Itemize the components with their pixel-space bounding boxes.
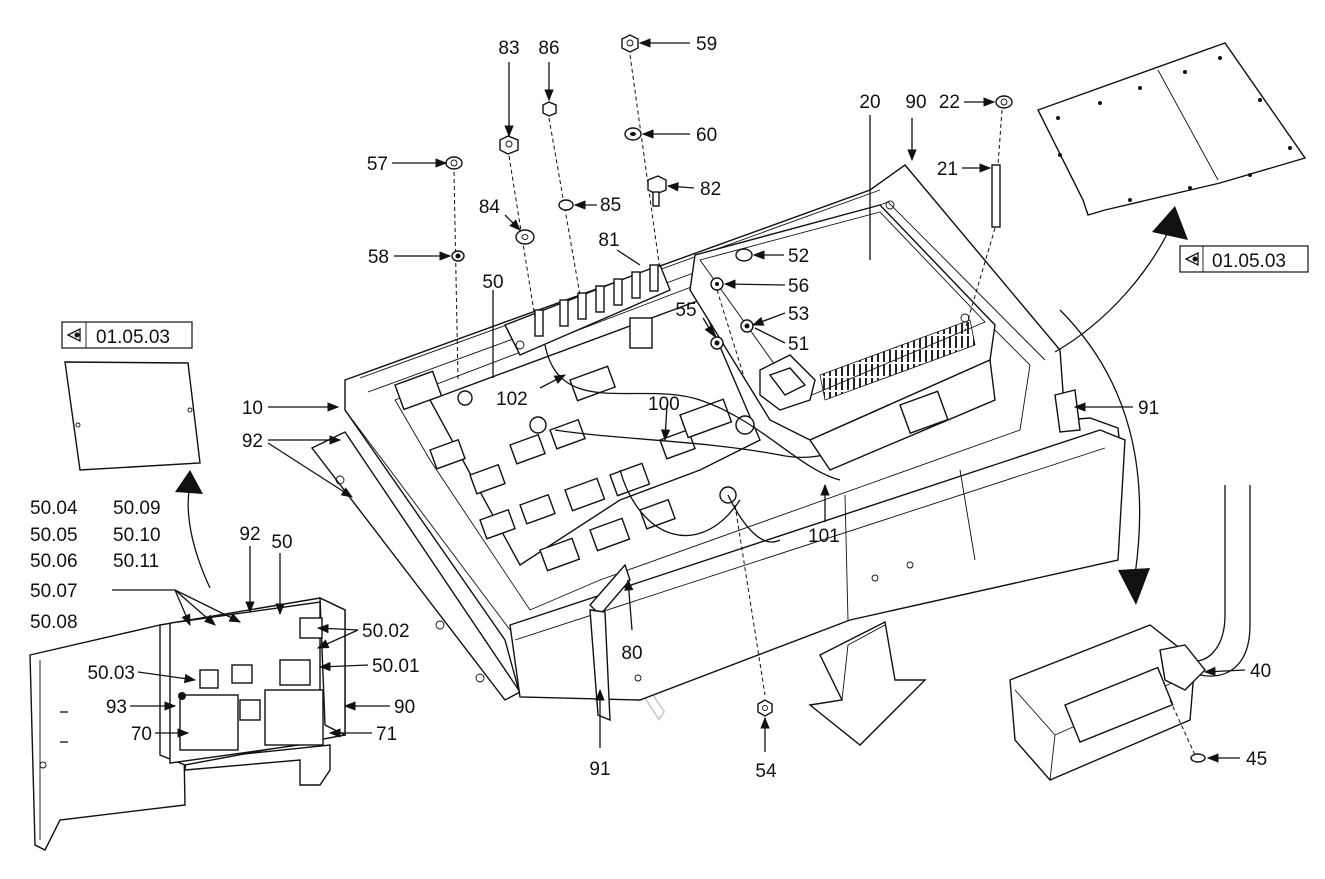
label-50-main: 50 xyxy=(482,272,503,293)
label-102: 102 xyxy=(496,389,528,410)
label-82: 82 xyxy=(700,179,721,200)
label-100: 100 xyxy=(648,394,680,415)
pin-bracket xyxy=(504,264,671,356)
label-20: 20 xyxy=(859,92,880,113)
hardware-parts xyxy=(445,34,1013,717)
direction-arrows xyxy=(175,206,1188,746)
label-57: 57 xyxy=(367,154,388,175)
leader-lines xyxy=(112,38,1246,763)
reference-label: 01.05.03 xyxy=(1212,251,1286,272)
label-50-03: 50.03 xyxy=(87,663,135,684)
label-55: 55 xyxy=(675,300,696,321)
reference-right: 01.05.03 xyxy=(1179,245,1309,273)
label-50-02: 50.02 xyxy=(362,621,410,642)
power-module xyxy=(689,200,996,471)
label-56: 56 xyxy=(788,276,809,297)
label-51: 51 xyxy=(788,334,809,355)
label-81: 81 xyxy=(598,230,619,251)
label-91-right: 91 xyxy=(1138,398,1159,419)
label-53: 53 xyxy=(788,304,809,325)
housing-front-face xyxy=(509,429,1126,701)
top-cover-plate xyxy=(1037,42,1307,216)
label-93: 93 xyxy=(106,697,127,718)
view-eye-icon xyxy=(66,327,81,343)
label-91-bottom: 91 xyxy=(589,759,610,780)
label-90-top: 90 xyxy=(905,92,926,113)
label-59: 59 xyxy=(696,34,717,55)
part-labels: 57 58 83 86 59 60 82 85 84 81 50 20 90 2… xyxy=(30,34,1271,782)
label-45: 45 xyxy=(1246,749,1267,770)
label-10: 10 xyxy=(242,398,263,419)
label-83: 83 xyxy=(498,38,519,59)
label-40: 40 xyxy=(1250,661,1271,682)
label-52: 52 xyxy=(788,246,809,267)
view-direction-arrow xyxy=(808,620,927,746)
reference-box xyxy=(1179,245,1309,273)
label-50-04: 50.04 xyxy=(30,498,78,519)
label-92-detail: 92 xyxy=(239,524,260,545)
reference-label: 01.05.03 xyxy=(96,327,170,348)
label-50-11: 50.11 xyxy=(113,551,159,572)
label-90-detail: 90 xyxy=(394,697,415,718)
inner-circuit-board xyxy=(394,299,761,572)
label-86: 86 xyxy=(538,38,559,59)
label-84: 84 xyxy=(479,197,501,218)
label-21: 21 xyxy=(937,159,958,180)
view-eye-icon xyxy=(1184,251,1199,267)
label-50-06: 50.06 xyxy=(30,551,78,572)
label-70: 70 xyxy=(131,724,152,745)
small-cover-plate xyxy=(64,361,201,471)
label-22: 22 xyxy=(939,92,960,113)
label-50-08: 50.08 xyxy=(30,612,78,633)
label-50-detail: 50 xyxy=(271,532,292,553)
label-50-10: 50.10 xyxy=(113,525,161,546)
label-71: 71 xyxy=(376,724,397,745)
label-54: 54 xyxy=(755,761,777,782)
label-80: 80 xyxy=(621,643,642,664)
label-85: 85 xyxy=(600,195,621,216)
label-50-01: 50.01 xyxy=(372,656,420,677)
label-101: 101 xyxy=(808,526,840,547)
label-60: 60 xyxy=(696,125,717,146)
label-92-main: 92 xyxy=(242,431,263,452)
label-50-09: 50.09 xyxy=(113,498,161,519)
reference-box xyxy=(61,321,193,349)
electronics-panel-detail xyxy=(29,361,346,851)
junction-box xyxy=(1009,485,1251,781)
label-58: 58 xyxy=(368,247,389,268)
reference-left: 01.05.03 xyxy=(61,321,193,349)
label-50-07: 50.07 xyxy=(30,581,78,602)
label-50-05: 50.05 xyxy=(30,525,78,546)
